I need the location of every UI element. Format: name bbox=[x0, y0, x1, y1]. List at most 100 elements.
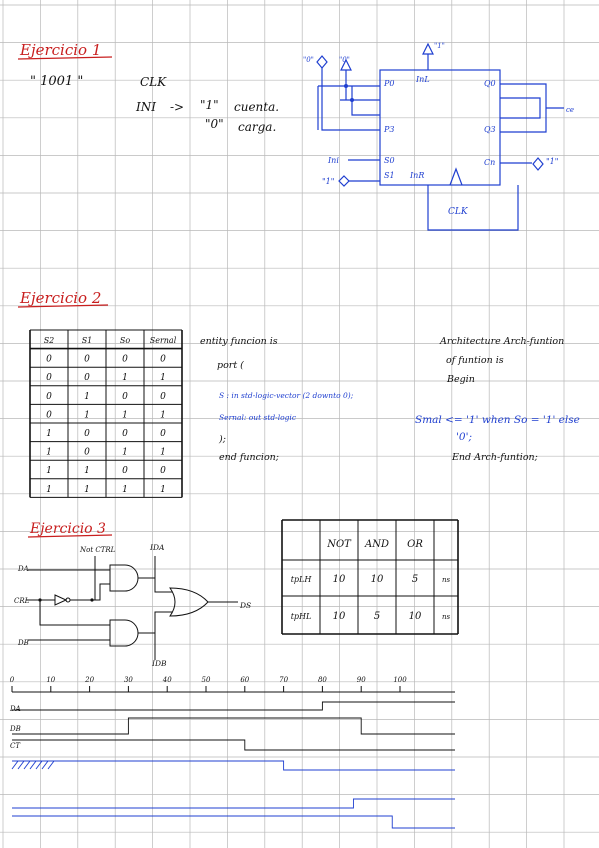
output-diamond-cn bbox=[532, 157, 544, 171]
or-gate bbox=[169, 587, 209, 617]
delay-table-cell: 10 bbox=[333, 574, 346, 585]
delay-table-header: NOT bbox=[326, 539, 352, 550]
truth-table-header: Sernal bbox=[150, 336, 177, 345]
truth-table-cell: 1 bbox=[46, 429, 52, 439]
truth-table-cell: 1 bbox=[46, 485, 52, 495]
arch-line-6: End Arch-funtion; bbox=[451, 452, 538, 463]
ex3-title-underline bbox=[27, 534, 113, 538]
delay-table-cell: 10 bbox=[371, 574, 384, 585]
label-in-0b: "0" bbox=[339, 56, 350, 64]
hatch-unknown bbox=[23, 760, 31, 770]
input-diamond-0a bbox=[316, 55, 328, 69]
truth-table-header: S1 bbox=[82, 336, 93, 345]
entity-code: entity funcion is port ( S : in std-logi… bbox=[200, 336, 354, 463]
ex2-title-underline bbox=[17, 304, 109, 308]
pin-inl: InL bbox=[415, 75, 430, 84]
shift-register-circuit: "0" "0" "1" P0 P3 InL Q0 Q3 ce S0 S1 InR… bbox=[303, 42, 574, 231]
and-gate-bottom bbox=[109, 619, 139, 647]
time-tick-label: 30 bbox=[124, 676, 133, 684]
delay-table-cell: 10 bbox=[409, 611, 422, 622]
truth-table-cell: 0 bbox=[122, 392, 128, 402]
hatch-unknown bbox=[47, 760, 55, 770]
label-clk: CLK bbox=[448, 207, 469, 217]
delay-table-cell: 5 bbox=[412, 574, 418, 585]
time-tick-label: 50 bbox=[202, 676, 211, 684]
label-ds: DS bbox=[239, 601, 251, 610]
label-one-left: "1" bbox=[322, 177, 334, 186]
label-ce-out: ce bbox=[566, 106, 574, 114]
architecture-code: Architecture Arch-funtion of funtion is … bbox=[415, 336, 580, 463]
truth-table-cell: 1 bbox=[122, 373, 128, 383]
ex1-code: " 1001 " bbox=[30, 74, 83, 89]
entity-line-1: entity funcion is bbox=[200, 336, 278, 347]
truth-table-cell: 0 bbox=[160, 392, 166, 402]
delay-table-cell: tpLH bbox=[291, 575, 313, 584]
truth-table-cell: 1 bbox=[84, 410, 90, 420]
truth-table-cell: 0 bbox=[160, 429, 166, 439]
waveform-ct bbox=[12, 739, 455, 751]
truth-table-cell: 0 bbox=[84, 373, 90, 383]
delay-table-header: OR bbox=[407, 539, 423, 550]
truth-table-cell: 1 bbox=[84, 466, 90, 476]
ex1-one: "1" bbox=[200, 98, 219, 112]
truth-table-cell: 0 bbox=[122, 355, 128, 365]
arch-line-5: '0'; bbox=[456, 431, 472, 443]
ex3-title: Ejercicio 3 bbox=[29, 521, 106, 537]
truth-table-cell: 1 bbox=[122, 485, 128, 495]
ex1-title: Ejercicio 1 bbox=[19, 41, 101, 59]
pin-s0: S0 bbox=[384, 156, 395, 165]
delay-table-cell: 5 bbox=[374, 611, 380, 622]
truth-table-cell: 0 bbox=[84, 355, 90, 365]
truth-table-cell: 1 bbox=[84, 485, 90, 495]
label-in-1-top: "1" bbox=[434, 42, 445, 50]
arch-line-4: Smal <= '1' when So = '1' else bbox=[415, 414, 580, 426]
ex1-arrow: -> bbox=[170, 100, 184, 114]
truth-table-cell: 1 bbox=[122, 410, 128, 420]
truth-table-cell: 1 bbox=[84, 392, 90, 402]
truth-table-cell: 0 bbox=[160, 355, 166, 365]
delay-table-header: AND bbox=[364, 539, 389, 550]
waveform-da bbox=[12, 701, 455, 711]
truth-table-cell: 1 bbox=[160, 410, 166, 420]
truth-table-cell: 0 bbox=[84, 448, 90, 458]
truth-table-header: S2 bbox=[44, 336, 55, 345]
hatch-unknown bbox=[41, 760, 49, 770]
ex1-title-underline bbox=[17, 56, 113, 60]
truth-table-cell: 1 bbox=[160, 373, 166, 383]
pin-q3: Q3 bbox=[484, 125, 496, 134]
time-tick-label: 0 bbox=[10, 676, 15, 684]
time-tick-label: 40 bbox=[162, 676, 172, 684]
label-one-right: "1" bbox=[546, 157, 558, 166]
ex1-cuenta: cuenta. bbox=[234, 100, 279, 114]
time-tick-label: 70 bbox=[279, 676, 288, 684]
truth-table-header: So bbox=[120, 336, 130, 345]
entity-line-3: S : in std-logic-vector (2 downto 0); bbox=[219, 391, 354, 400]
pin-cn: Cn bbox=[484, 158, 495, 167]
truth-table-cell: 0 bbox=[46, 392, 52, 402]
waveform-db bbox=[12, 717, 455, 735]
hatch-unknown bbox=[17, 760, 25, 770]
truth-table-cell: 0 bbox=[160, 466, 166, 476]
hatch-unknown bbox=[29, 760, 37, 770]
truth-table-cell: 1 bbox=[46, 466, 52, 476]
label-ini-input: Ini bbox=[327, 156, 339, 165]
delay-table-cell: ns bbox=[442, 576, 451, 584]
waveform-blue-1 bbox=[12, 760, 455, 771]
label-db: DB bbox=[17, 639, 29, 647]
waveform-blue-3 bbox=[12, 815, 455, 829]
pin-p3: P3 bbox=[383, 125, 394, 134]
truth-table-cell: 0 bbox=[46, 373, 52, 383]
label-not-ctrl: Not CTRL bbox=[79, 546, 116, 554]
arch-line-1: Architecture Arch-funtion bbox=[439, 336, 564, 347]
truth-table-cell: 0 bbox=[46, 410, 52, 420]
arch-line-3: Begin bbox=[446, 374, 475, 385]
hatch-unknown bbox=[11, 760, 19, 770]
not-gate bbox=[54, 594, 68, 606]
pin-s1: S1 bbox=[384, 171, 395, 180]
delay-table-cell: 10 bbox=[333, 611, 346, 622]
truth-table-cell: 1 bbox=[160, 485, 166, 495]
